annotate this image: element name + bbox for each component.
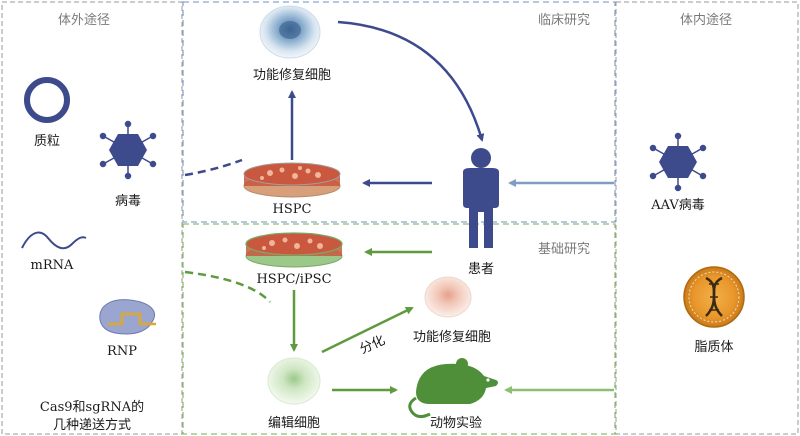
arrow-edit-to-functional (321, 306, 414, 354)
animal-experiment-label: 动物实验 (429, 416, 483, 431)
virus-label: 病毒 (114, 194, 142, 209)
edited-cell-label: 编辑细胞 (267, 416, 321, 431)
delivery-caption-line1: Cas9和sgRNA的 (39, 400, 145, 415)
hspc-ipsc-label: HSPC/iPSC (256, 272, 332, 287)
mrna-icon (21, 231, 87, 250)
right-panel-title: 体内途径 (680, 13, 733, 28)
clinical-panel-title: 临床研究 (538, 13, 591, 28)
aav-virus-icon (649, 132, 707, 192)
rnp-label: RNP (107, 344, 137, 359)
functional-cell-label-clinical: 功能修复细胞 (252, 68, 332, 83)
aav-virus-label: AAV病毒 (651, 198, 705, 213)
liposome-icon (683, 266, 745, 328)
mrna-label: mRNA (30, 258, 74, 273)
hspc-ipsc-dish (245, 232, 343, 268)
hspc-label: HSPC (272, 202, 312, 217)
functional-cell-pink (424, 276, 472, 318)
left-panel-title: 体外途径 (58, 13, 111, 28)
clinical-panel-border (182, 1, 616, 223)
arrow-left-to-hspc (184, 158, 243, 177)
plasmid-icon (24, 77, 70, 123)
rnp-icon (99, 299, 156, 335)
basic-panel-border (182, 223, 616, 435)
hspc-dish (243, 162, 341, 198)
delivery-caption-line2: 几种递送方式 (52, 418, 132, 433)
liposome-label: 脂质体 (694, 340, 734, 355)
patient-label: 患者 (467, 262, 495, 277)
patient-icon (463, 148, 499, 248)
right-panel-border (615, 1, 799, 435)
arrow-left-to-edit (184, 270, 271, 303)
left-panel-border (1, 1, 183, 435)
mouse-icon (408, 358, 498, 419)
plasmid-label: 质粒 (33, 134, 61, 149)
arrow-cell-to-patient (337, 20, 485, 142)
virus-icon (99, 120, 157, 180)
basic-panel-title: 基础研究 (538, 242, 591, 257)
edited-cell-green (267, 357, 321, 405)
functional-cell-label-basic: 功能修复细胞 (412, 330, 492, 345)
